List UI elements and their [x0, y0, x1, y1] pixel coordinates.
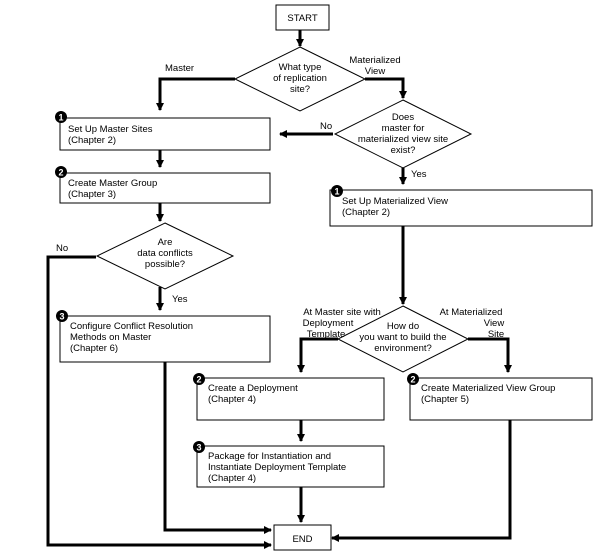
decision-build-environment: How do you want to build the environment…	[336, 305, 470, 373]
decision-master-exists: Does master for materialized view site e…	[333, 99, 473, 169]
label-yes-master-exists: Yes	[411, 169, 427, 180]
start-label: START	[287, 13, 317, 24]
step-package-line-2: Instantiate Deployment Template	[208, 462, 346, 473]
label-at-master-line-1: At Master site with	[303, 307, 381, 318]
step-package-line-3: (Chapter 4)	[208, 473, 256, 484]
decision-conflicts-line-1: Are	[158, 237, 173, 248]
arrow-conflict-res-to-end	[163, 336, 272, 534]
arrow-mv-group-to-end	[331, 420, 512, 542]
arrow-build-to-mv-group	[468, 337, 512, 373]
svg-text:1: 1	[334, 187, 339, 197]
start-terminal: START	[275, 4, 330, 31]
label-no-conflicts: No	[56, 243, 68, 254]
decision-master-exists-line-3: materialized view site	[358, 134, 448, 145]
label-materialized-line-1: Materialized	[349, 55, 400, 66]
label-at-mv-line-3: Site	[488, 329, 504, 340]
decision-site-type-line-2: of replication	[273, 73, 327, 84]
end-label: END	[292, 534, 312, 545]
decision-master-exists-line-4: exist?	[391, 145, 416, 156]
step-create-master-group-chapter: (Chapter 3)	[68, 189, 116, 200]
step-set-up-mv-chapter: (Chapter 2)	[342, 207, 390, 218]
decision-conflicts: Are data conflicts possible?	[95, 222, 235, 290]
svg-text:3: 3	[59, 312, 64, 322]
step-number-badge: 1	[55, 111, 67, 123]
connectors	[46, 30, 512, 549]
svg-text:2: 2	[410, 375, 415, 385]
decision-conflicts-line-2: data conflicts	[137, 248, 193, 259]
decision-master-exists-line-1: Does	[392, 112, 414, 123]
step-conflict-resolution-line-2: Methods on Master	[70, 332, 151, 343]
step-number-badge: 2	[193, 373, 205, 385]
step-create-deployment: 2 Create a Deployment (Chapter 4)	[193, 373, 385, 421]
decision-conflicts-line-3: possible?	[145, 259, 185, 270]
decision-site-type-line-1: What type	[279, 62, 322, 73]
step-set-up-master-sites-chapter: (Chapter 2)	[68, 135, 116, 146]
decision-site-type: What type of replication site?	[233, 46, 367, 112]
arrow-site-type-mv	[365, 77, 407, 99]
arrow-site-type-master	[156, 77, 235, 111]
step-create-mv-group: 2 Create Materialized View Group (Chapte…	[407, 373, 593, 421]
label-at-mv-line-1: At Materialized	[440, 307, 503, 318]
decision-build-line-1: How do	[387, 321, 419, 332]
step-number-badge: 2	[55, 166, 67, 178]
label-no-master-exists: No	[320, 121, 332, 132]
svg-text:2: 2	[58, 168, 63, 178]
edge-labels: Master Materialized View No Yes No Yes A…	[56, 55, 504, 340]
label-at-mv-line-2: View	[484, 318, 505, 329]
step-create-deployment-title: Create a Deployment	[208, 383, 298, 394]
step-configure-conflict-resolution: 3 Configure Conflict Resolution Methods …	[56, 310, 271, 363]
arrow-build-to-deployment	[297, 337, 338, 373]
step-create-mv-group-chapter: (Chapter 5)	[421, 394, 469, 405]
step-set-up-master-sites: 1 Set Up Master Sites (Chapter 2)	[55, 111, 271, 151]
decision-build-line-3: environment?	[374, 343, 432, 354]
step-conflict-resolution-line-1: Configure Conflict Resolution	[70, 321, 193, 332]
arrow-conflicts-no-to-end	[46, 255, 272, 549]
svg-text:1: 1	[58, 113, 63, 123]
label-materialized-line-2: View	[365, 66, 386, 77]
step-number-badge: 3	[193, 441, 205, 453]
step-create-deployment-chapter: (Chapter 4)	[208, 394, 256, 405]
step-set-up-mv-title: Set Up Materialized View	[342, 196, 448, 207]
svg-text:3: 3	[196, 443, 201, 453]
svg-text:2: 2	[196, 375, 201, 385]
step-package-instantiate: 3 Package for Instantiation and Instanti…	[193, 441, 385, 488]
step-set-up-master-sites-title: Set Up Master Sites	[68, 124, 153, 135]
step-number-badge: 1	[331, 185, 343, 197]
end-terminal: END	[273, 524, 332, 551]
step-number-badge: 2	[407, 373, 419, 385]
step-conflict-resolution-line-3: (Chapter 6)	[70, 343, 118, 354]
decision-master-exists-line-2: master for	[382, 123, 425, 134]
step-set-up-materialized-view: 1 Set Up Materialized View (Chapter 2)	[329, 185, 593, 227]
step-create-master-group: 2 Create Master Group (Chapter 3)	[55, 166, 271, 204]
decision-build-line-2: you want to build the	[359, 332, 446, 343]
step-number-badge: 3	[56, 310, 68, 322]
decision-site-type-line-3: site?	[290, 84, 310, 95]
label-master: Master	[165, 63, 194, 74]
label-at-master-line-2: Deployment	[303, 318, 354, 329]
label-at-master-line-3: Template	[307, 329, 346, 340]
step-create-master-group-title: Create Master Group	[68, 178, 157, 189]
step-package-line-1: Package for Instantiation and	[208, 451, 331, 462]
step-create-mv-group-title: Create Materialized View Group	[421, 383, 555, 394]
label-yes-conflicts: Yes	[172, 294, 188, 305]
